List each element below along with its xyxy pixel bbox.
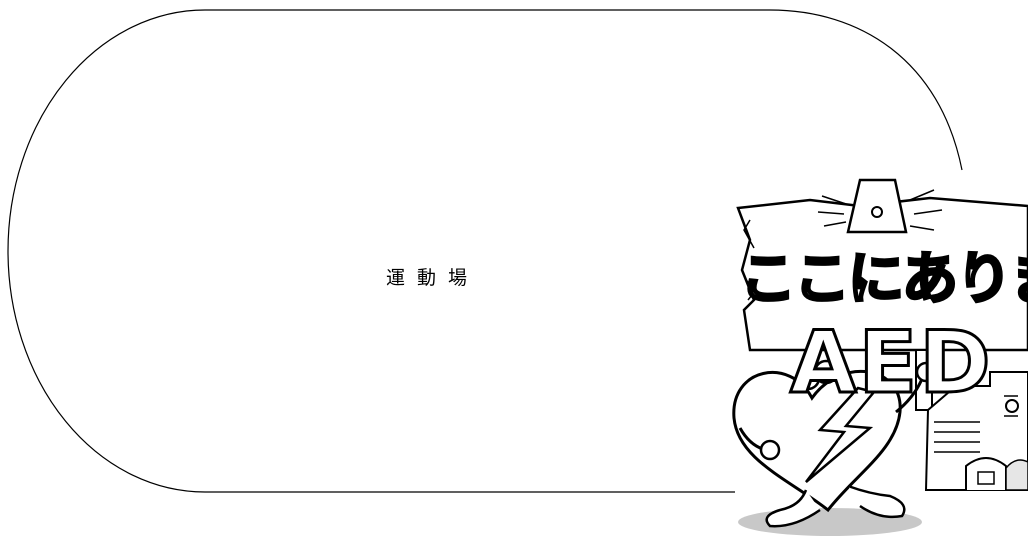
mascot-leg-right <box>847 484 906 519</box>
signboard-crack-lines <box>743 219 758 301</box>
shrubbery <box>1005 459 1028 491</box>
mascot-pupil-left <box>808 374 816 382</box>
track-oval-line <box>7 9 963 493</box>
building-illustration <box>924 371 1028 491</box>
lightning-bolt-icon <box>805 386 877 483</box>
mascot-leg-left <box>765 489 821 528</box>
signboard <box>736 196 1028 352</box>
aed-sign-headline: ここにあります <box>739 247 1028 312</box>
mascot-hand-left <box>759 439 781 461</box>
entrance-door <box>977 471 995 485</box>
building-clock-icon <box>1005 399 1019 413</box>
track-label: 運動場 <box>386 267 480 289</box>
mascot-pupil-right <box>826 368 834 376</box>
siren-light-rays <box>817 189 943 231</box>
aed-mascot-art <box>732 178 1028 536</box>
mascot-hand-right <box>915 361 937 383</box>
aed-sign-illustration: ここにあります AED <box>720 160 1028 541</box>
building-windows <box>934 395 1018 453</box>
aed-sign-device-label: AED <box>789 313 993 413</box>
siren-lamp-bulb <box>871 206 883 218</box>
